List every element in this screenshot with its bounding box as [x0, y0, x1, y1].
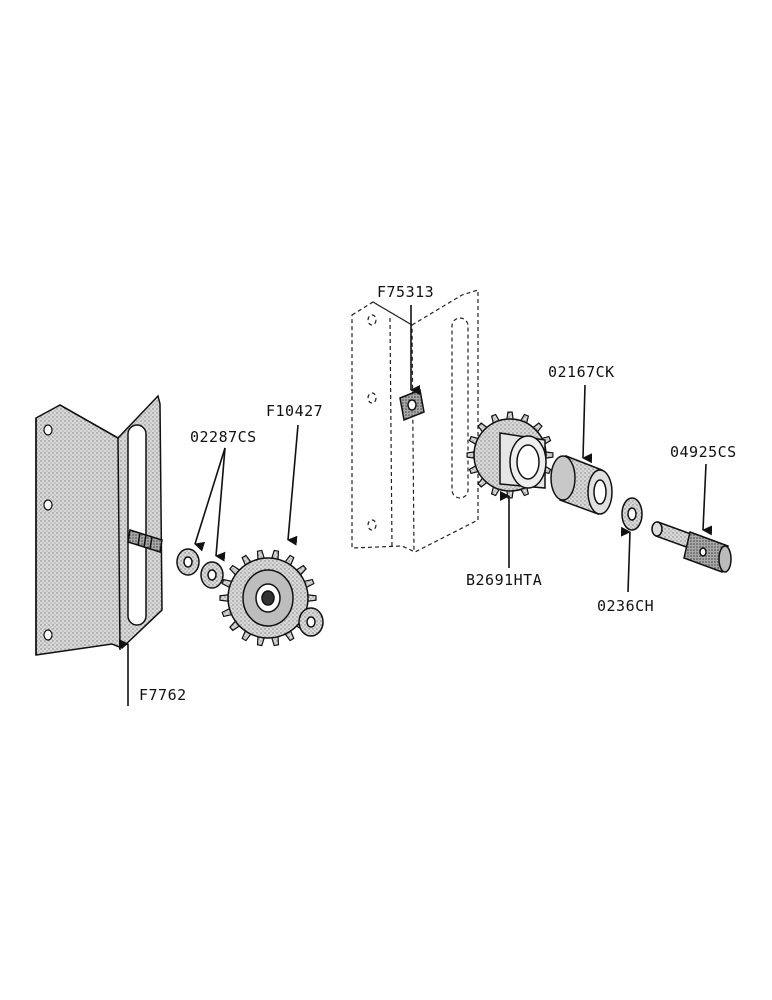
bracket-f7762	[35, 394, 163, 656]
label-02287cs: 02287CS	[190, 428, 257, 446]
leader-04925cs	[702, 463, 713, 536]
label-04925cs: 04925CS	[670, 443, 737, 461]
leader-02287cs-b	[215, 447, 226, 562]
washer-02287cs-1	[176, 548, 200, 576]
label-0236ch: 0236CH	[597, 597, 654, 615]
label-02167ck: 02167CK	[548, 363, 615, 381]
shaft-04925cs	[651, 520, 732, 573]
bracket-outline-dashed	[351, 289, 479, 553]
sprocket-hub-b2691hta	[466, 411, 554, 499]
washer-02287cs-2	[200, 561, 224, 589]
leader-02167ck	[582, 384, 593, 464]
leader-02287cs-a	[194, 447, 226, 552]
washer-f10427-side	[298, 607, 324, 637]
leader-lines	[119, 305, 713, 706]
label-f7762: F7762	[139, 686, 187, 704]
label-f10427: F10427	[266, 402, 323, 420]
part-labels: F75313 02167CK F10427 02287CS 04925CS B2…	[139, 283, 737, 704]
washer-0236ch	[621, 497, 643, 531]
label-f75313: F75313	[377, 283, 434, 301]
square-nut-f75313	[399, 388, 425, 422]
leader-f10427	[287, 424, 299, 546]
bushing-02167ck	[550, 454, 613, 516]
label-b2691hta: B2691HTA	[466, 571, 542, 589]
leader-0236ch	[620, 526, 631, 593]
